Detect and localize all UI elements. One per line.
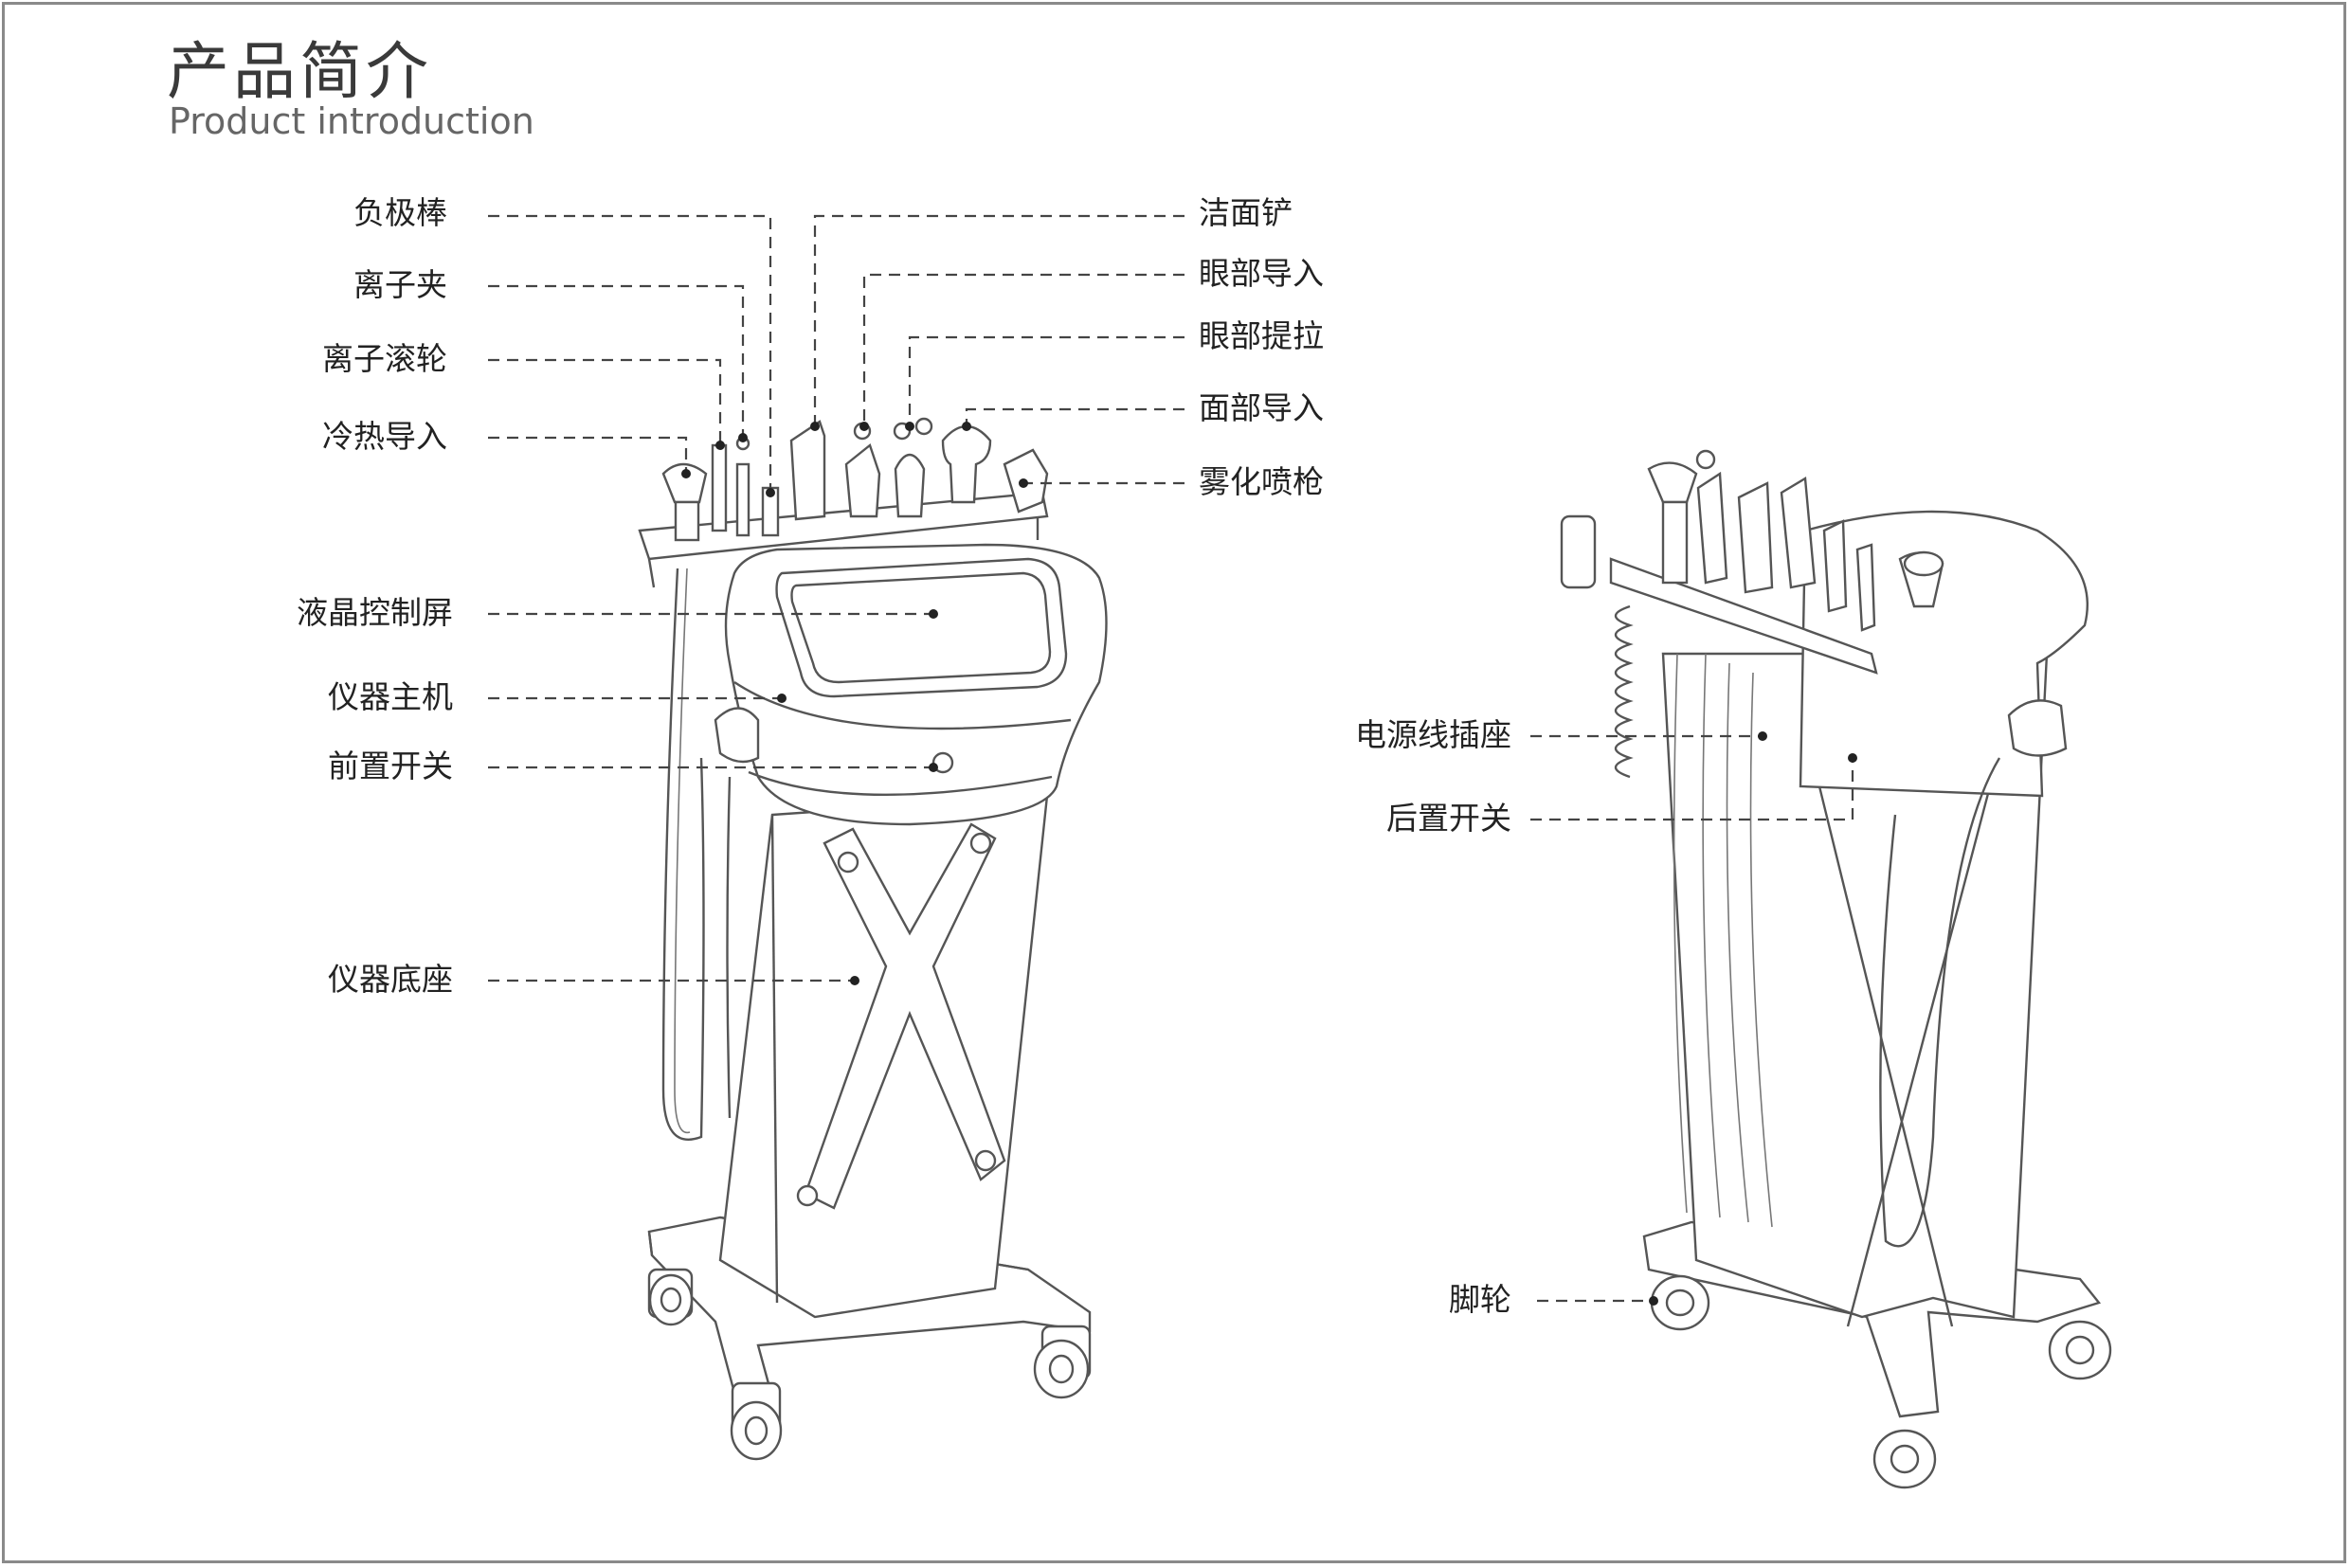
labels: 负极棒 离子夹 离子滚轮 冷热导入 液晶控制屏 仪器主机 前置开关 仪器底座 洁…: [297, 194, 1511, 1318]
probes-front: [661, 417, 1049, 542]
back-accessory-tray: [1609, 557, 1878, 675]
probes-back: [1560, 449, 1944, 632]
label-yejing-pingmu: 液晶控制屏: [297, 594, 453, 631]
label-yanbu-daoru: 眼部导入: [1199, 255, 1324, 292]
label-jiaolun: 脚轮: [1449, 1281, 1511, 1318]
caster-wheel-front-right: [1033, 1325, 1092, 1399]
back-side-handle: [2007, 699, 2068, 757]
back-machine-illustration: [1560, 449, 2112, 1489]
leader-dots: [681, 422, 1857, 1306]
label-wuhua-penqiang: 雾化喷枪: [1199, 463, 1324, 500]
label-houzhi-kaiguan: 后置开关: [1386, 800, 1511, 837]
caster-wheel-back-bottom: [1872, 1429, 1937, 1489]
label-yiqi-zhuji: 仪器主机: [328, 678, 453, 715]
caster-wheel-front-bottom: [730, 1381, 783, 1461]
label-lizi-gunlun: 离子滚轮: [322, 340, 447, 377]
page-subtitle: Product introduction: [169, 100, 534, 142]
caster-wheel-back-left: [1650, 1274, 1710, 1331]
label-jiemian-chan: 洁面铲: [1199, 194, 1293, 231]
caster-wheel-back-right: [2048, 1320, 2112, 1380]
label-dianyuan-chazuo: 电源线插座: [1355, 716, 1511, 753]
label-lengre-daoru: 冷热导入: [322, 418, 447, 455]
side-handle: [714, 707, 760, 764]
page-title: 产品简介: [167, 35, 432, 108]
lcd-screen: [775, 557, 1068, 698]
label-mianbu-daoru: 面部导入: [1199, 389, 1324, 426]
label-qianzhi-kaiguan: 前置开关: [328, 748, 453, 784]
caster-wheel-front-left: [647, 1268, 694, 1326]
front-machine-illustration: [638, 417, 1108, 1461]
leader-lines: [488, 214, 1854, 1303]
label-yanbu-tila: 眼部提拉: [1199, 317, 1324, 354]
coiled-hose: [1614, 604, 1634, 779]
label-yiqi-dizuo: 仪器底座: [328, 961, 453, 998]
front-hose: [661, 568, 705, 1141]
label-fuji-bang: 负极棒: [353, 194, 447, 231]
label-lizi-jia: 离子夹: [353, 266, 447, 303]
